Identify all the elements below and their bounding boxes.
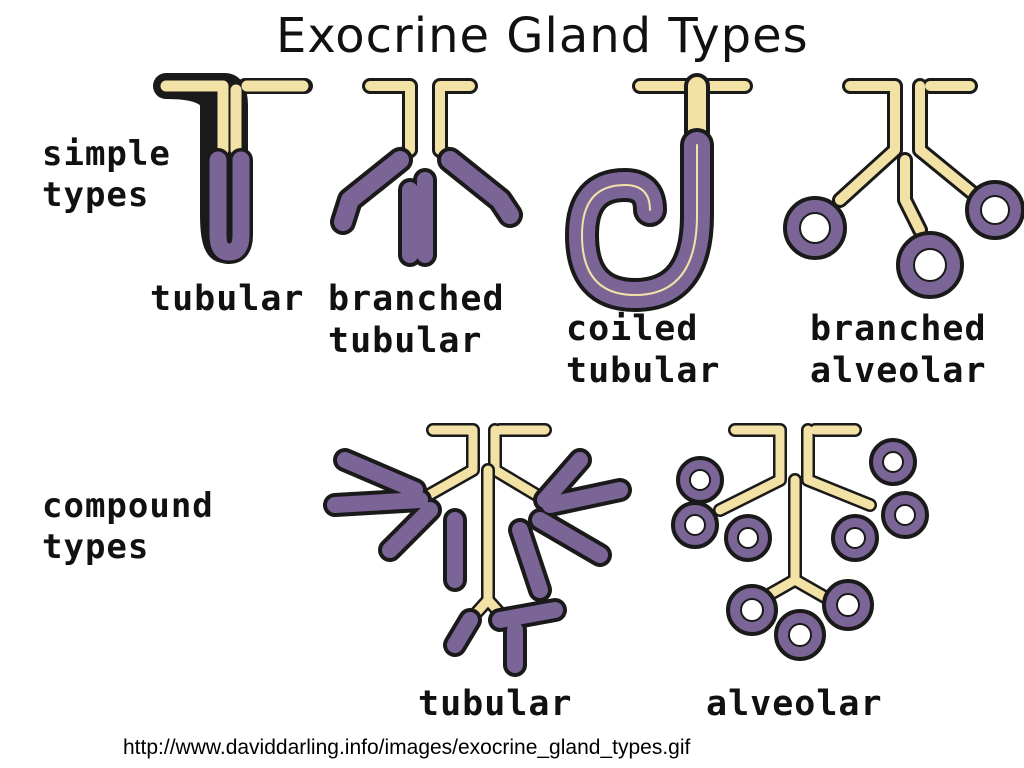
row-label-simple-types: simple types (42, 134, 171, 216)
caption-coiled-tubular: coiled tubular (566, 308, 721, 392)
row-label-line: simple (42, 134, 171, 174)
caption-simple-tubular: tubular (150, 278, 305, 320)
gland-branched-tubular (330, 78, 523, 267)
row-label-compound-types: compound types (42, 486, 214, 568)
caption-compound-tubular: tubular (418, 684, 573, 724)
row-label-line: compound (42, 486, 214, 526)
caption-compound-alveolar: alveolar (706, 684, 883, 724)
caption-branched-tubular: branched tubular (328, 278, 505, 362)
gland-branched-alveolar (783, 78, 1024, 299)
caption-branched-alveolar: branched alveolar (810, 308, 987, 392)
gland-simple-tubular (153, 73, 313, 264)
caption-line: alveolar (810, 351, 987, 391)
caption-line: tubular (150, 279, 305, 319)
gland-compound-alveolar (671, 423, 929, 661)
caption-line: coiled (566, 309, 699, 349)
row-label-line: types (42, 174, 150, 215)
gland-coiled-tubular (565, 73, 753, 312)
source-url: http://www.daviddarling.info/images/exoc… (123, 736, 691, 759)
caption-line: branched (810, 309, 987, 349)
diagram-title: Exocrine Gland Types (276, 8, 809, 64)
gland-compound-tubular (323, 423, 632, 677)
row-label-line: types (42, 526, 150, 567)
caption-line: branched (328, 279, 505, 319)
caption-line: tubular (566, 351, 721, 391)
caption-line: tubular (328, 321, 483, 361)
